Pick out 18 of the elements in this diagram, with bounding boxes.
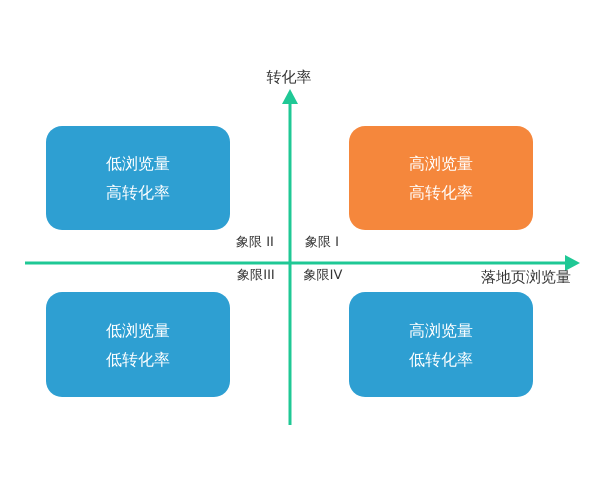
quadrant-text: 低浏览量 [106,153,170,174]
quadrant-text: 低浏览量 [106,320,170,340]
quadrant-card [46,126,230,230]
quadrant-label: 象限III [237,268,275,284]
quadrant-text: 高转化率 [409,182,473,203]
axis-title: 转化率 [266,68,312,86]
quadrant-label: 象限 I [305,235,339,251]
quadrant-card [349,126,533,230]
quadrant-card [46,292,230,397]
axis-title: 落地页浏览量 [481,268,571,286]
quadrant-text: 高浏览量 [409,153,473,174]
quadrant-text: 高转化率 [106,182,170,203]
quadrant-label: 象限IV [304,268,342,284]
quadrant-text: 高浏览量 [409,320,473,340]
quadrant-card [349,292,533,397]
quadrant-text: 低转化率 [409,348,473,370]
quadrant-label: 象限 II [236,235,274,251]
quadrant-text: 低转化率 [106,348,170,370]
